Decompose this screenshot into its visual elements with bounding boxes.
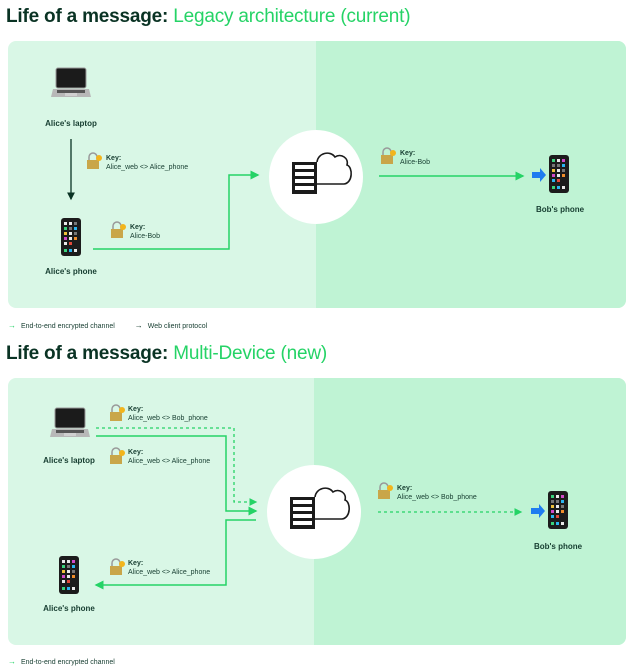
legend-item-web: →Web client protocol	[134, 321, 208, 330]
alice-laptop-label: Alice's laptop	[43, 456, 95, 465]
key-label: Key:Alice-Bob	[130, 224, 160, 240]
key-label: Key:Alice_web <> Bob_phone	[397, 485, 477, 501]
alice-phone-icon	[61, 218, 81, 256]
laptop-icon	[50, 407, 90, 437]
lock-icon	[111, 221, 126, 238]
e2e-arrow-laptop-to-server	[96, 435, 258, 516]
title-prefix: Life of a message:	[6, 343, 169, 364]
incoming-arrow-icon	[532, 168, 546, 182]
bob-phone-label: Bob's phone	[533, 542, 583, 551]
key-label: Key:Alice-Bob	[400, 150, 430, 166]
key-label: Key:Alice_web <> Alice_phone	[128, 449, 211, 465]
lock-icon	[110, 447, 125, 464]
arrow-icon: →	[8, 321, 16, 330]
server-cloud-icon	[269, 130, 363, 224]
key-label: Key:Alice_web <> Alice_phone	[128, 560, 211, 576]
section-title-multidevice: Life of a message: Multi-Device (new)	[6, 343, 327, 365]
bob-phone-label: Bob's phone	[535, 205, 585, 214]
legend-multidevice: →End-to-end encrypted channel	[8, 657, 133, 666]
title-accent: Legacy architecture (current)	[173, 6, 411, 27]
alice-phone-label: Alice's phone	[43, 604, 95, 613]
incoming-arrow-icon	[531, 504, 545, 518]
diagram-panel-legacy: Alice's laptop Alice's phone Bob's phone…	[8, 41, 626, 308]
section-title-legacy: Life of a message: Legacy architecture (…	[6, 6, 411, 28]
alice-phone-label: Alice's phone	[45, 267, 97, 276]
e2e-dashed-arrow-laptop-to-server	[96, 427, 258, 506]
lock-icon	[87, 152, 102, 169]
laptop-icon	[51, 67, 91, 97]
diagram-panel-multidevice: Alice's laptop Alice's phone Bob's phone…	[8, 378, 626, 645]
e2e-arrow-server-to-alice-phone	[94, 519, 256, 590]
legend-item-e2e: →End-to-end encrypted channel	[8, 321, 115, 330]
lock-icon	[378, 482, 393, 499]
legend-item-e2e: →End-to-end encrypted channel	[8, 657, 115, 666]
key-label: Key:Alice_web <> Bob_phone	[128, 406, 208, 422]
alice-phone-icon	[59, 556, 79, 594]
legend-legacy: →End-to-end encrypted channel →Web clien…	[8, 321, 225, 330]
lock-icon	[110, 404, 125, 421]
lock-icon	[110, 558, 125, 575]
title-prefix: Life of a message:	[6, 6, 169, 27]
alice-laptop-label: Alice's laptop	[45, 119, 97, 128]
title-accent: Multi-Device (new)	[173, 343, 327, 364]
server-cloud-icon	[267, 465, 361, 559]
bob-phone-icon	[549, 155, 569, 193]
bob-phone-icon	[548, 491, 568, 529]
lock-icon	[381, 147, 396, 164]
recipient-zone	[316, 41, 626, 308]
arrow-icon: →	[8, 657, 16, 666]
arrow-icon: →	[134, 321, 143, 330]
key-label: Key:Alice_web <> Alice_phone	[106, 155, 189, 171]
e2e-arrow-phone-to-server	[93, 170, 260, 250]
diagram-canvas	[50, 404, 568, 594]
diagram-canvas	[51, 67, 569, 256]
